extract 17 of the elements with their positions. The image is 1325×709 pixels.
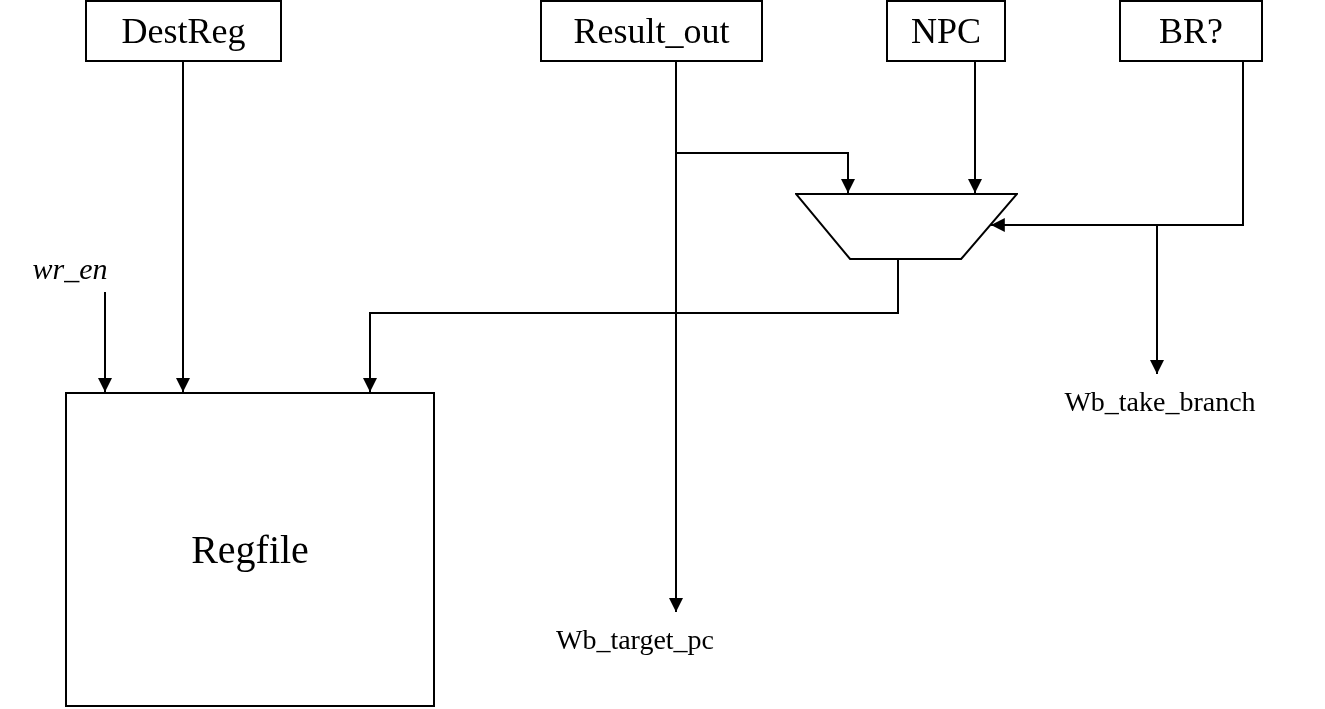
block-box [540, 0, 763, 62]
signal-label: wr_en [32, 252, 108, 286]
signal-label: Wb_target_pc [555, 624, 715, 656]
arrow [968, 61, 982, 194]
arrow [176, 61, 190, 393]
block-label: Regfile [191, 526, 309, 573]
block-box [65, 392, 435, 707]
arrow [363, 259, 899, 393]
block-label: BR? [1159, 10, 1223, 52]
block-label: NPC [911, 10, 981, 52]
block-box [886, 0, 1006, 62]
block-box [1119, 0, 1263, 62]
block-label: Result_out [573, 10, 730, 52]
block-box [85, 0, 282, 62]
block-label: DestReg [121, 10, 246, 52]
signal-label: Wb_take_branch [1064, 386, 1256, 418]
arrow [98, 291, 112, 393]
